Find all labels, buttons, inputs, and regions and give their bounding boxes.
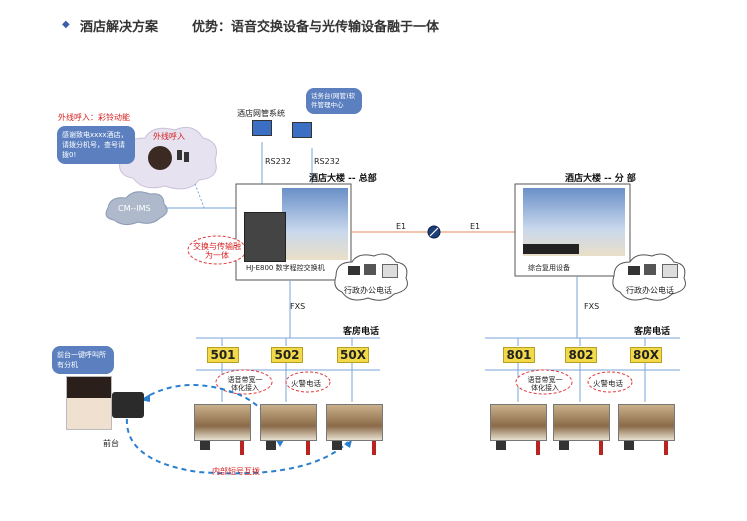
switch-cabinet-icon: [244, 212, 286, 262]
fire-phone-icon: [306, 441, 310, 455]
room-number: 802: [565, 347, 597, 363]
frontdesk-label: 前台: [103, 439, 119, 448]
office-phone-icon: [644, 264, 656, 275]
hq-guest-label: 客房电话: [343, 327, 380, 337]
cm-ims-label: CM--IMS: [118, 204, 151, 213]
fax-machine-icon: [662, 264, 678, 278]
operator-computer-icon: [292, 122, 312, 138]
arrow-head-icon: [276, 440, 284, 447]
room-photo: [618, 404, 675, 441]
rs232-label-a: RS232: [265, 157, 291, 166]
room-phone-icon: [266, 441, 276, 450]
room-photo: [490, 404, 547, 441]
room-number: 801: [503, 347, 535, 363]
office-phone-icon: [348, 266, 360, 275]
caller-person-icon: [148, 146, 172, 170]
fire-phone-icon: [240, 441, 244, 455]
hq-fxs-label: FXS: [290, 302, 306, 311]
branch-fxs-label: FXS: [584, 302, 600, 311]
branch-voice-label: 语音带宽一体化接入: [527, 376, 563, 392]
hq-office-label: 行政办公电话: [344, 286, 392, 295]
room-phone-icon: [200, 441, 210, 450]
fire-phone-icon: [664, 441, 668, 455]
hotel-mgmt-label: 酒店网管系统: [237, 109, 285, 118]
office-phone-icon: [364, 264, 376, 275]
voice-center-bubble: 话务台(网管)软件管理中心: [306, 88, 362, 114]
branch-fire-label: 火警电话: [593, 379, 623, 388]
computer-monitor-icon: [252, 120, 272, 136]
desk-phone-icon: [112, 392, 144, 418]
rs232-label-b: RS232: [314, 157, 340, 166]
mobile-phone-icon: [177, 150, 182, 160]
fire-phone-icon: [536, 441, 540, 455]
internal-dial-label: 内部短号互拨: [212, 467, 260, 476]
room-number: 50X: [337, 347, 369, 363]
room-number: 80X: [630, 347, 662, 363]
advantage-text: 优势：语音交换设备与光传输设备融于一体: [192, 20, 440, 35]
hq-fire-label: 火警电话: [291, 379, 321, 388]
room-photo: [553, 404, 610, 441]
room-phone-icon: [559, 441, 569, 450]
fax-machine-icon: [382, 264, 398, 278]
internal-dial-arc: [125, 409, 349, 475]
greeting-bubble: 感谢致电xxxx酒店，请拨分机号，查号请拨0!: [57, 126, 135, 164]
receptionist-image: [66, 376, 112, 430]
frontdesk-bubble: 前台一键呼叫所有分机: [52, 346, 114, 374]
device-label: 综合复用设备: [528, 264, 570, 272]
hq-fire-cloud: [285, 371, 331, 393]
branch-office-label: 行政办公电话: [626, 286, 674, 295]
exchange-label: 交换与传输融为一体: [193, 242, 241, 260]
title-bullet-icon: ◆: [62, 19, 70, 30]
room-photo: [260, 404, 317, 441]
room-phone-icon: [496, 441, 506, 450]
cm-ims-cloud: [105, 191, 168, 226]
fire-phone-icon: [599, 441, 603, 455]
arrow-head-icon: [344, 440, 352, 448]
e1-label-right: E1: [470, 222, 481, 231]
outside-label: 外线呼入：彩铃动能: [58, 113, 130, 122]
call-in-label: 外线呼入: [153, 132, 185, 141]
room-number: 502: [271, 347, 303, 363]
branch-voice-cloud: [515, 369, 573, 395]
branch-guest-label: 客房电话: [634, 327, 671, 337]
branch-fire-cloud: [587, 371, 633, 393]
hq-title: 酒店大楼 -- 总部: [309, 174, 377, 184]
hq-voice-label: 语音带宽一体化接入: [227, 376, 263, 392]
room-photo: [326, 404, 383, 441]
office-phone-icon: [628, 266, 640, 275]
room-number: 501: [207, 347, 239, 363]
room-phone-icon: [624, 441, 634, 450]
switch-label: HJ-E800 数字程控交换机: [246, 264, 325, 272]
room-photo: [194, 404, 251, 441]
fire-phone-icon: [372, 441, 376, 455]
hq-voice-cloud: [215, 369, 273, 395]
hq-building-image: [282, 188, 348, 260]
multiplexer-icon: [523, 244, 579, 254]
room-phone-icon: [332, 441, 342, 450]
branch-title: 酒店大楼 -- 分 部: [565, 174, 636, 184]
e1-label-left: E1: [396, 222, 407, 231]
page-title: 酒店解决方案: [80, 20, 159, 35]
mobile-phone-icon: [184, 152, 189, 162]
